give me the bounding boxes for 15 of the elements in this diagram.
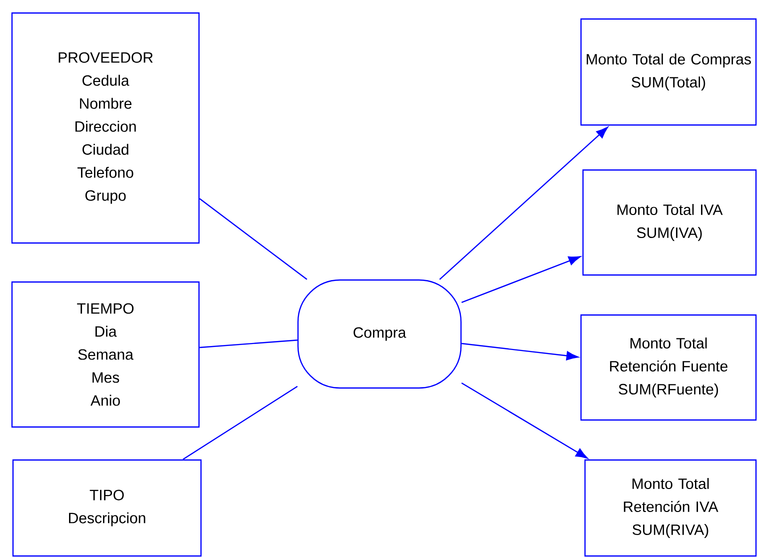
entity-box: PROVEEDOR Cedula Nombre Direccion Ciudad Telefono Grupo <box>11 12 200 244</box>
entity-box: TIPO Descripcion <box>12 459 202 557</box>
arrow <box>461 256 581 304</box>
process-pill: Compra <box>297 279 462 389</box>
arrow <box>461 382 588 459</box>
arrow <box>439 126 608 280</box>
entity-box: TIEMPO Dia Semana Mes Anio <box>11 281 200 428</box>
measure-box: Monto Total IVA SUM(IVA) <box>582 169 757 276</box>
connector-line <box>199 198 308 280</box>
arrow <box>462 342 578 360</box>
measure-box: Monto Total Retención IVA SUM(RIVA) <box>584 459 757 557</box>
connector-line <box>182 386 298 460</box>
measure-box: Monto Total de Compras SUM(Total) <box>580 18 757 126</box>
measure-box: Monto Total Retención Fuente SUM(RFuente) <box>580 314 757 421</box>
connector-line <box>200 340 298 348</box>
